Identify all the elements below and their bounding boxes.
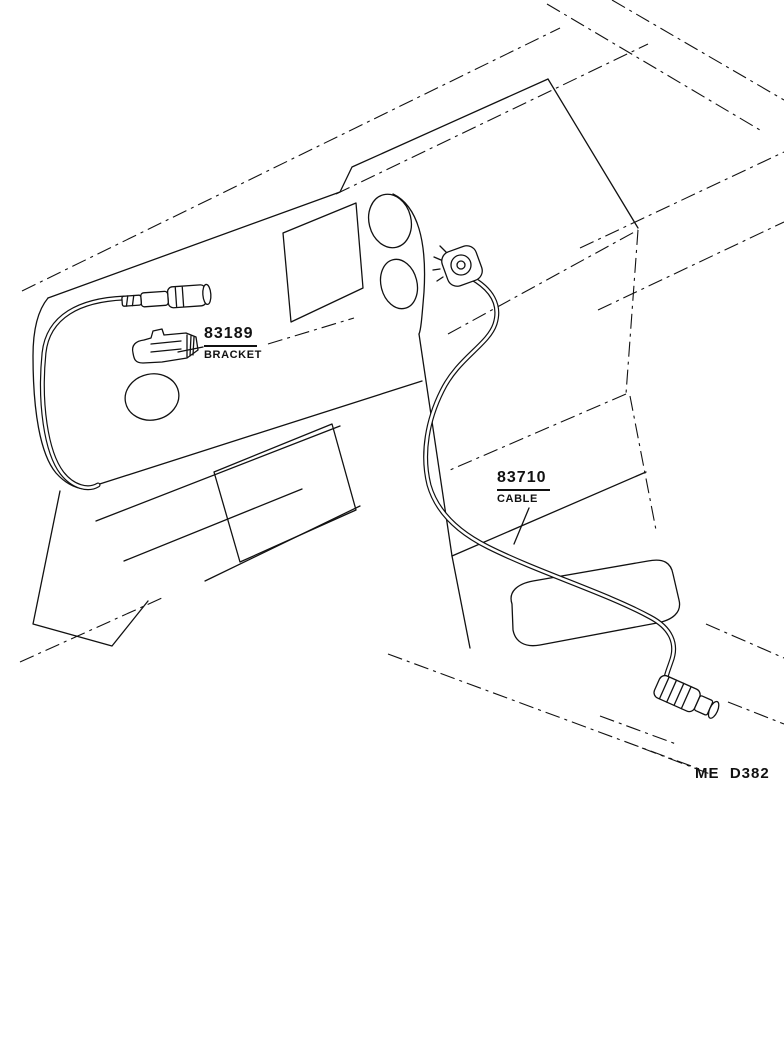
air-vent-upper <box>367 193 413 249</box>
steering-column-opening <box>124 373 180 421</box>
instrument-cluster-opening <box>282 202 364 323</box>
cable-upper-connector <box>432 245 483 287</box>
part-label-cable: 83710 CABLE <box>497 469 550 505</box>
part-name-cable: CABLE <box>497 492 538 505</box>
cable-left-connector <box>121 283 212 309</box>
console-outline <box>418 229 681 649</box>
bracket-line-art <box>131 328 199 364</box>
figure-code: ME D382 <box>695 765 770 782</box>
floor-panel-outline <box>510 559 681 647</box>
part-label-bracket: 83189 BRACKET <box>204 325 262 361</box>
leader-lines <box>177 317 530 545</box>
part-number-bracket: 83189 <box>204 325 257 347</box>
dashboard-outline <box>32 78 639 647</box>
air-vent-lower <box>379 258 419 310</box>
body-phantom-lines <box>19 0 784 775</box>
part-number-cable: 83710 <box>497 469 550 491</box>
cable-lower-connector <box>653 674 720 719</box>
part-name-bracket: BRACKET <box>204 348 262 361</box>
cable-line-art <box>39 274 677 691</box>
